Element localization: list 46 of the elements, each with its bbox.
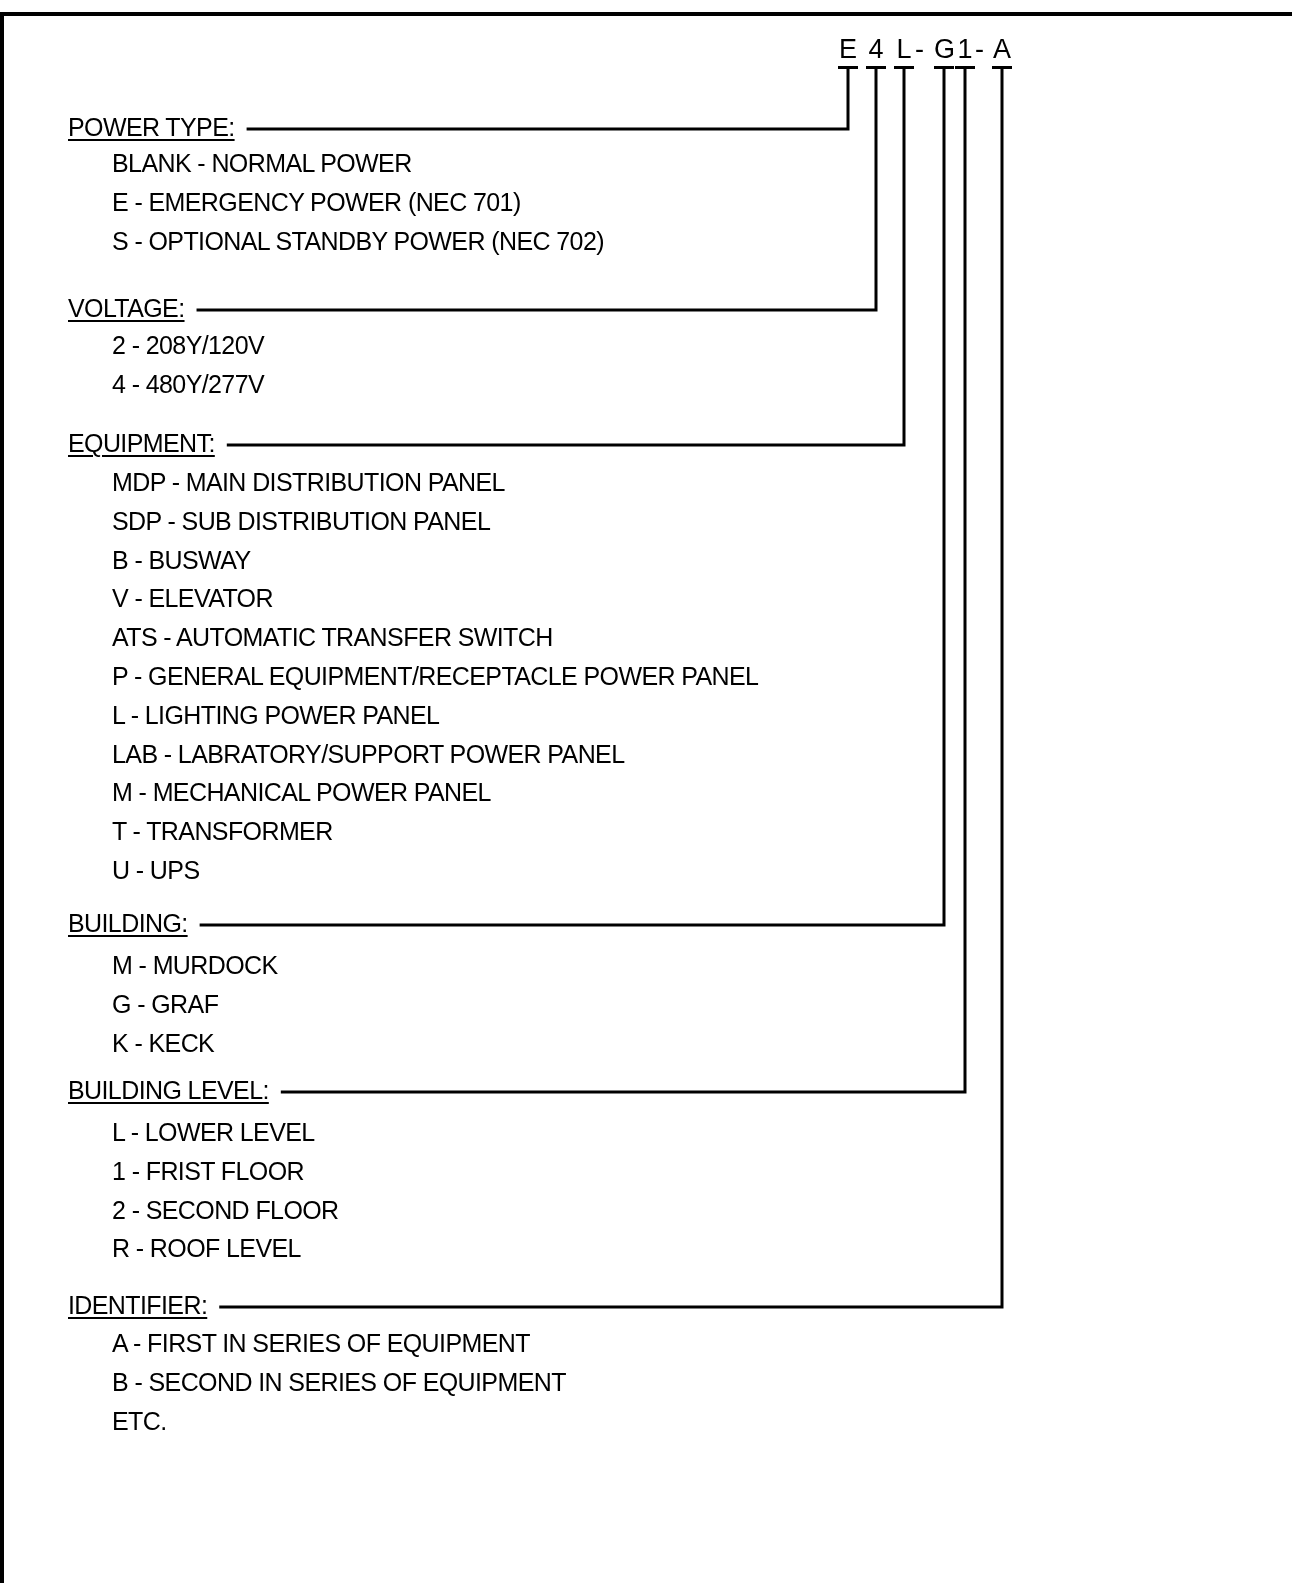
code-option-text: V - ELEVATOR xyxy=(112,583,273,614)
leader-line xyxy=(246,69,850,131)
code-option-text: U - UPS xyxy=(112,855,200,885)
code-option-text: ETC. xyxy=(112,1405,167,1436)
code-character: L xyxy=(894,34,914,69)
code-option-text: S - OPTIONAL STANDBY POWER (NEC 702) xyxy=(112,225,604,256)
code-option-text: 4 - 480Y/277V xyxy=(112,368,265,399)
category-heading: POWER TYPE: xyxy=(68,112,235,142)
code-option-text: P - GENERAL EQUIPMENT/RECEPTACLE POWER PANEL xyxy=(112,661,759,691)
code-option-text: A - FIRST IN SERIES OF EQUIPMENT xyxy=(112,1328,530,1358)
code-character: A xyxy=(992,34,1012,69)
code-option-text: T - TRANSFORMER xyxy=(112,816,333,847)
code-option-text: ATS - AUTOMATIC TRANSFER SWITCH xyxy=(112,622,553,653)
leader-line xyxy=(226,69,906,447)
leader-line xyxy=(196,69,878,312)
code-option-text: M - MECHANICAL POWER PANEL xyxy=(112,777,491,808)
category-heading: EQUIPMENT: xyxy=(68,428,215,458)
code-option-text: G - GRAF xyxy=(112,988,219,1019)
code-option-text: R - ROOF LEVEL xyxy=(112,1233,301,1264)
code-option-text: 2 - SECOND FLOOR xyxy=(112,1194,339,1225)
code-option-text: BLANK - NORMAL POWER xyxy=(112,148,412,178)
code-separator: - xyxy=(915,34,924,64)
code-option-text: K - KECK xyxy=(112,1027,215,1058)
code-character: 1 xyxy=(955,34,975,69)
code-option-text: E - EMERGENCY POWER (NEC 701) xyxy=(112,186,521,217)
category-heading: IDENTIFIER: xyxy=(68,1290,208,1320)
category-heading: VOLTAGE: xyxy=(68,293,185,323)
leader-line xyxy=(199,69,946,927)
leader-line xyxy=(219,69,1004,1309)
code-option-text: B - SECOND IN SERIES OF EQUIPMENT xyxy=(112,1366,566,1397)
code-separator: - xyxy=(975,34,984,64)
code-option-text: B - BUSWAY xyxy=(112,544,251,575)
code-option-text: SDP - SUB DISTRIBUTION PANEL xyxy=(112,505,491,536)
code-option-text: L - LIGHTING POWER PANEL xyxy=(112,699,440,730)
code-character: E xyxy=(838,34,858,69)
code-option-text: M - MURDOCK xyxy=(112,950,278,980)
code-character: 4 xyxy=(866,34,886,69)
category-heading: BUILDING LEVEL: xyxy=(68,1075,269,1105)
code-option-text: LAB - LABRATORY/SUPPORT POWER PANEL xyxy=(112,738,625,769)
code-option-text: 1 - FRIST FLOOR xyxy=(112,1155,304,1186)
category-heading: BUILDING: xyxy=(68,908,188,938)
leader-line xyxy=(280,69,967,1094)
code-character: G xyxy=(934,34,954,69)
code-option-text: 2 - 208Y/120V xyxy=(112,330,265,360)
code-option-text: MDP - MAIN DISTRIBUTION PANEL xyxy=(112,467,505,497)
code-option-text: L - LOWER LEVEL xyxy=(112,1117,315,1147)
